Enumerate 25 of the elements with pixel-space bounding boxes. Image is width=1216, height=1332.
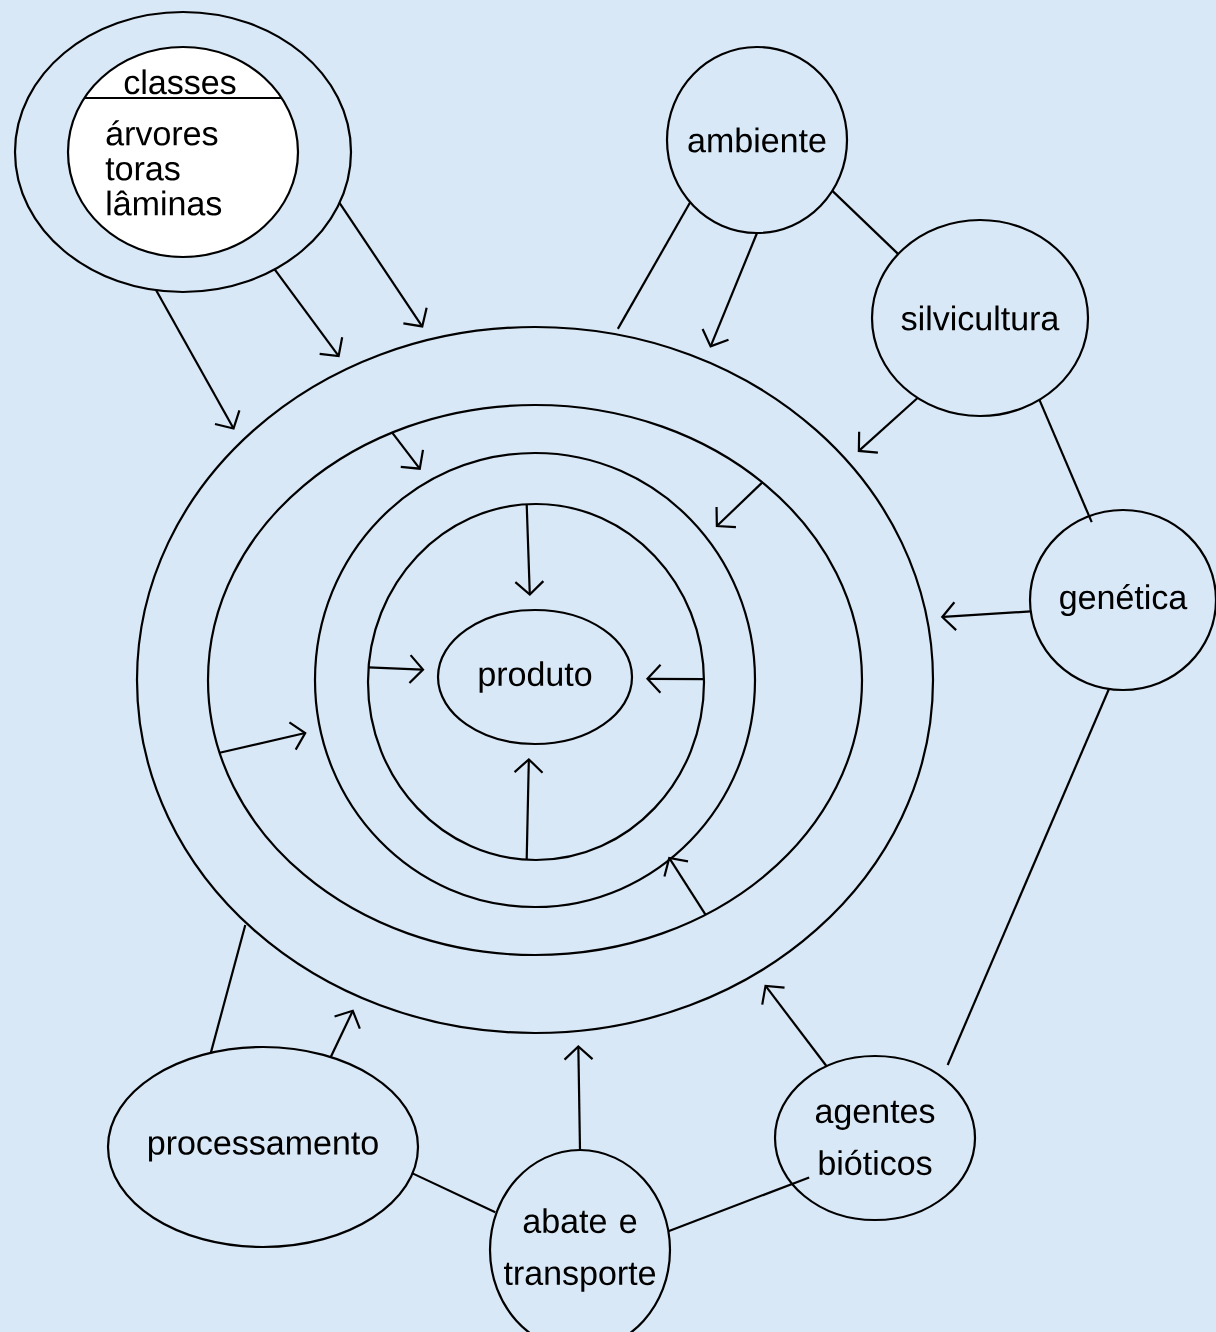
- ring: [313, 451, 757, 909]
- arrow: [940, 601, 1031, 631]
- arrow: [857, 397, 919, 454]
- arrow: [513, 757, 544, 860]
- ellipse: [13, 10, 353, 294]
- arrow: [715, 481, 764, 529]
- ring: [366, 502, 706, 862]
- connector-line: [412, 1172, 496, 1214]
- connector-line: [616, 201, 692, 330]
- arrow: [761, 984, 828, 1067]
- arrow: [273, 268, 344, 358]
- arrow: [391, 431, 425, 470]
- arrow: [701, 232, 759, 348]
- connector-line: [668, 1176, 810, 1233]
- arrow: [219, 721, 307, 754]
- arrow: [338, 202, 428, 328]
- arrow: [155, 289, 241, 430]
- arrow: [663, 856, 707, 916]
- ring: [206, 403, 864, 957]
- arrow: [514, 504, 545, 597]
- connector-line: [1038, 399, 1093, 523]
- connector-line: [946, 688, 1110, 1066]
- arrow: [563, 1044, 594, 1151]
- connector-line: [209, 924, 247, 1054]
- connector-line: [831, 190, 900, 256]
